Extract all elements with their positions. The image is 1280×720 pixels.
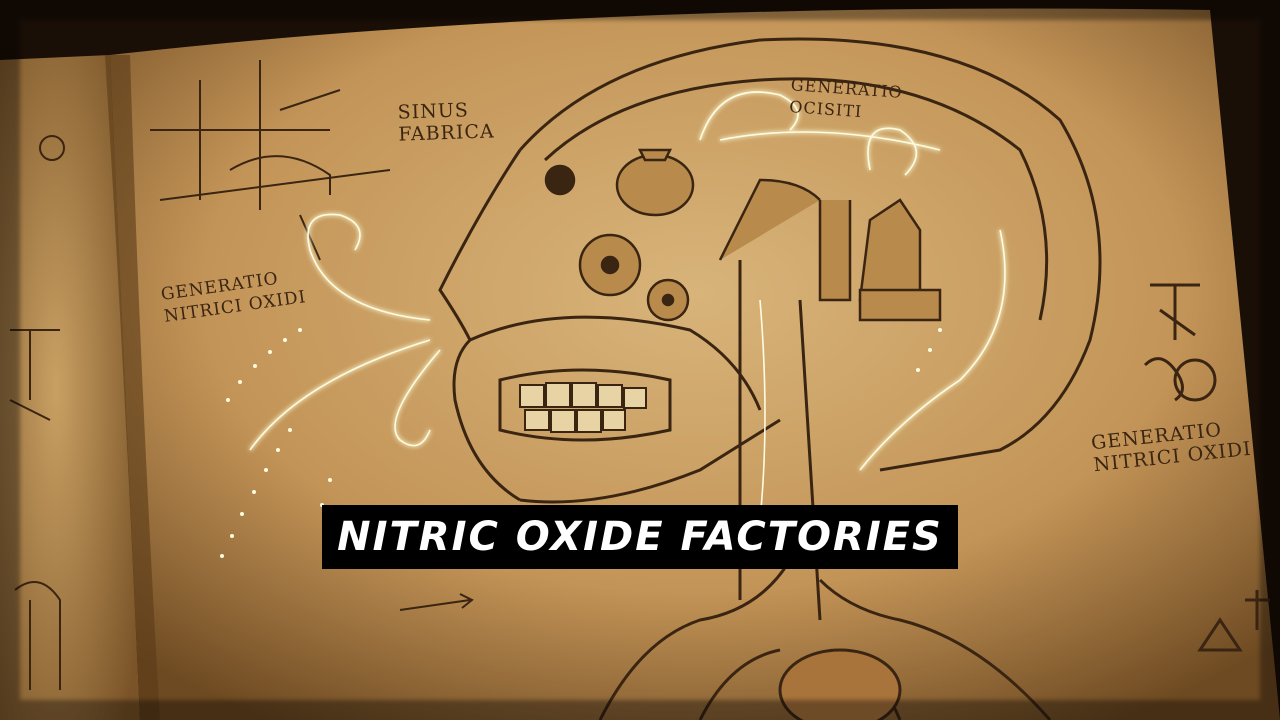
gear-apparatus [544,148,942,322]
geometric-sketch [150,60,391,261]
label-line: FABRICA [398,120,496,146]
caption-bar: NITRIC OXIDE FACTORIES [322,505,958,569]
left-page [0,55,140,720]
caption-text: NITRIC OXIDE FACTORIES [337,514,943,560]
alchemy-symbols [1143,283,1270,652]
left-page-sketches [9,135,65,690]
label-sinus-fabrica: SINUS FABRICA [397,98,495,145]
glow-swirls [249,91,1006,521]
main-page [110,8,1280,720]
glow-dots [220,328,942,558]
teeth [519,382,647,433]
label-generatio-top: GENERATIO OCISITI [789,74,904,126]
